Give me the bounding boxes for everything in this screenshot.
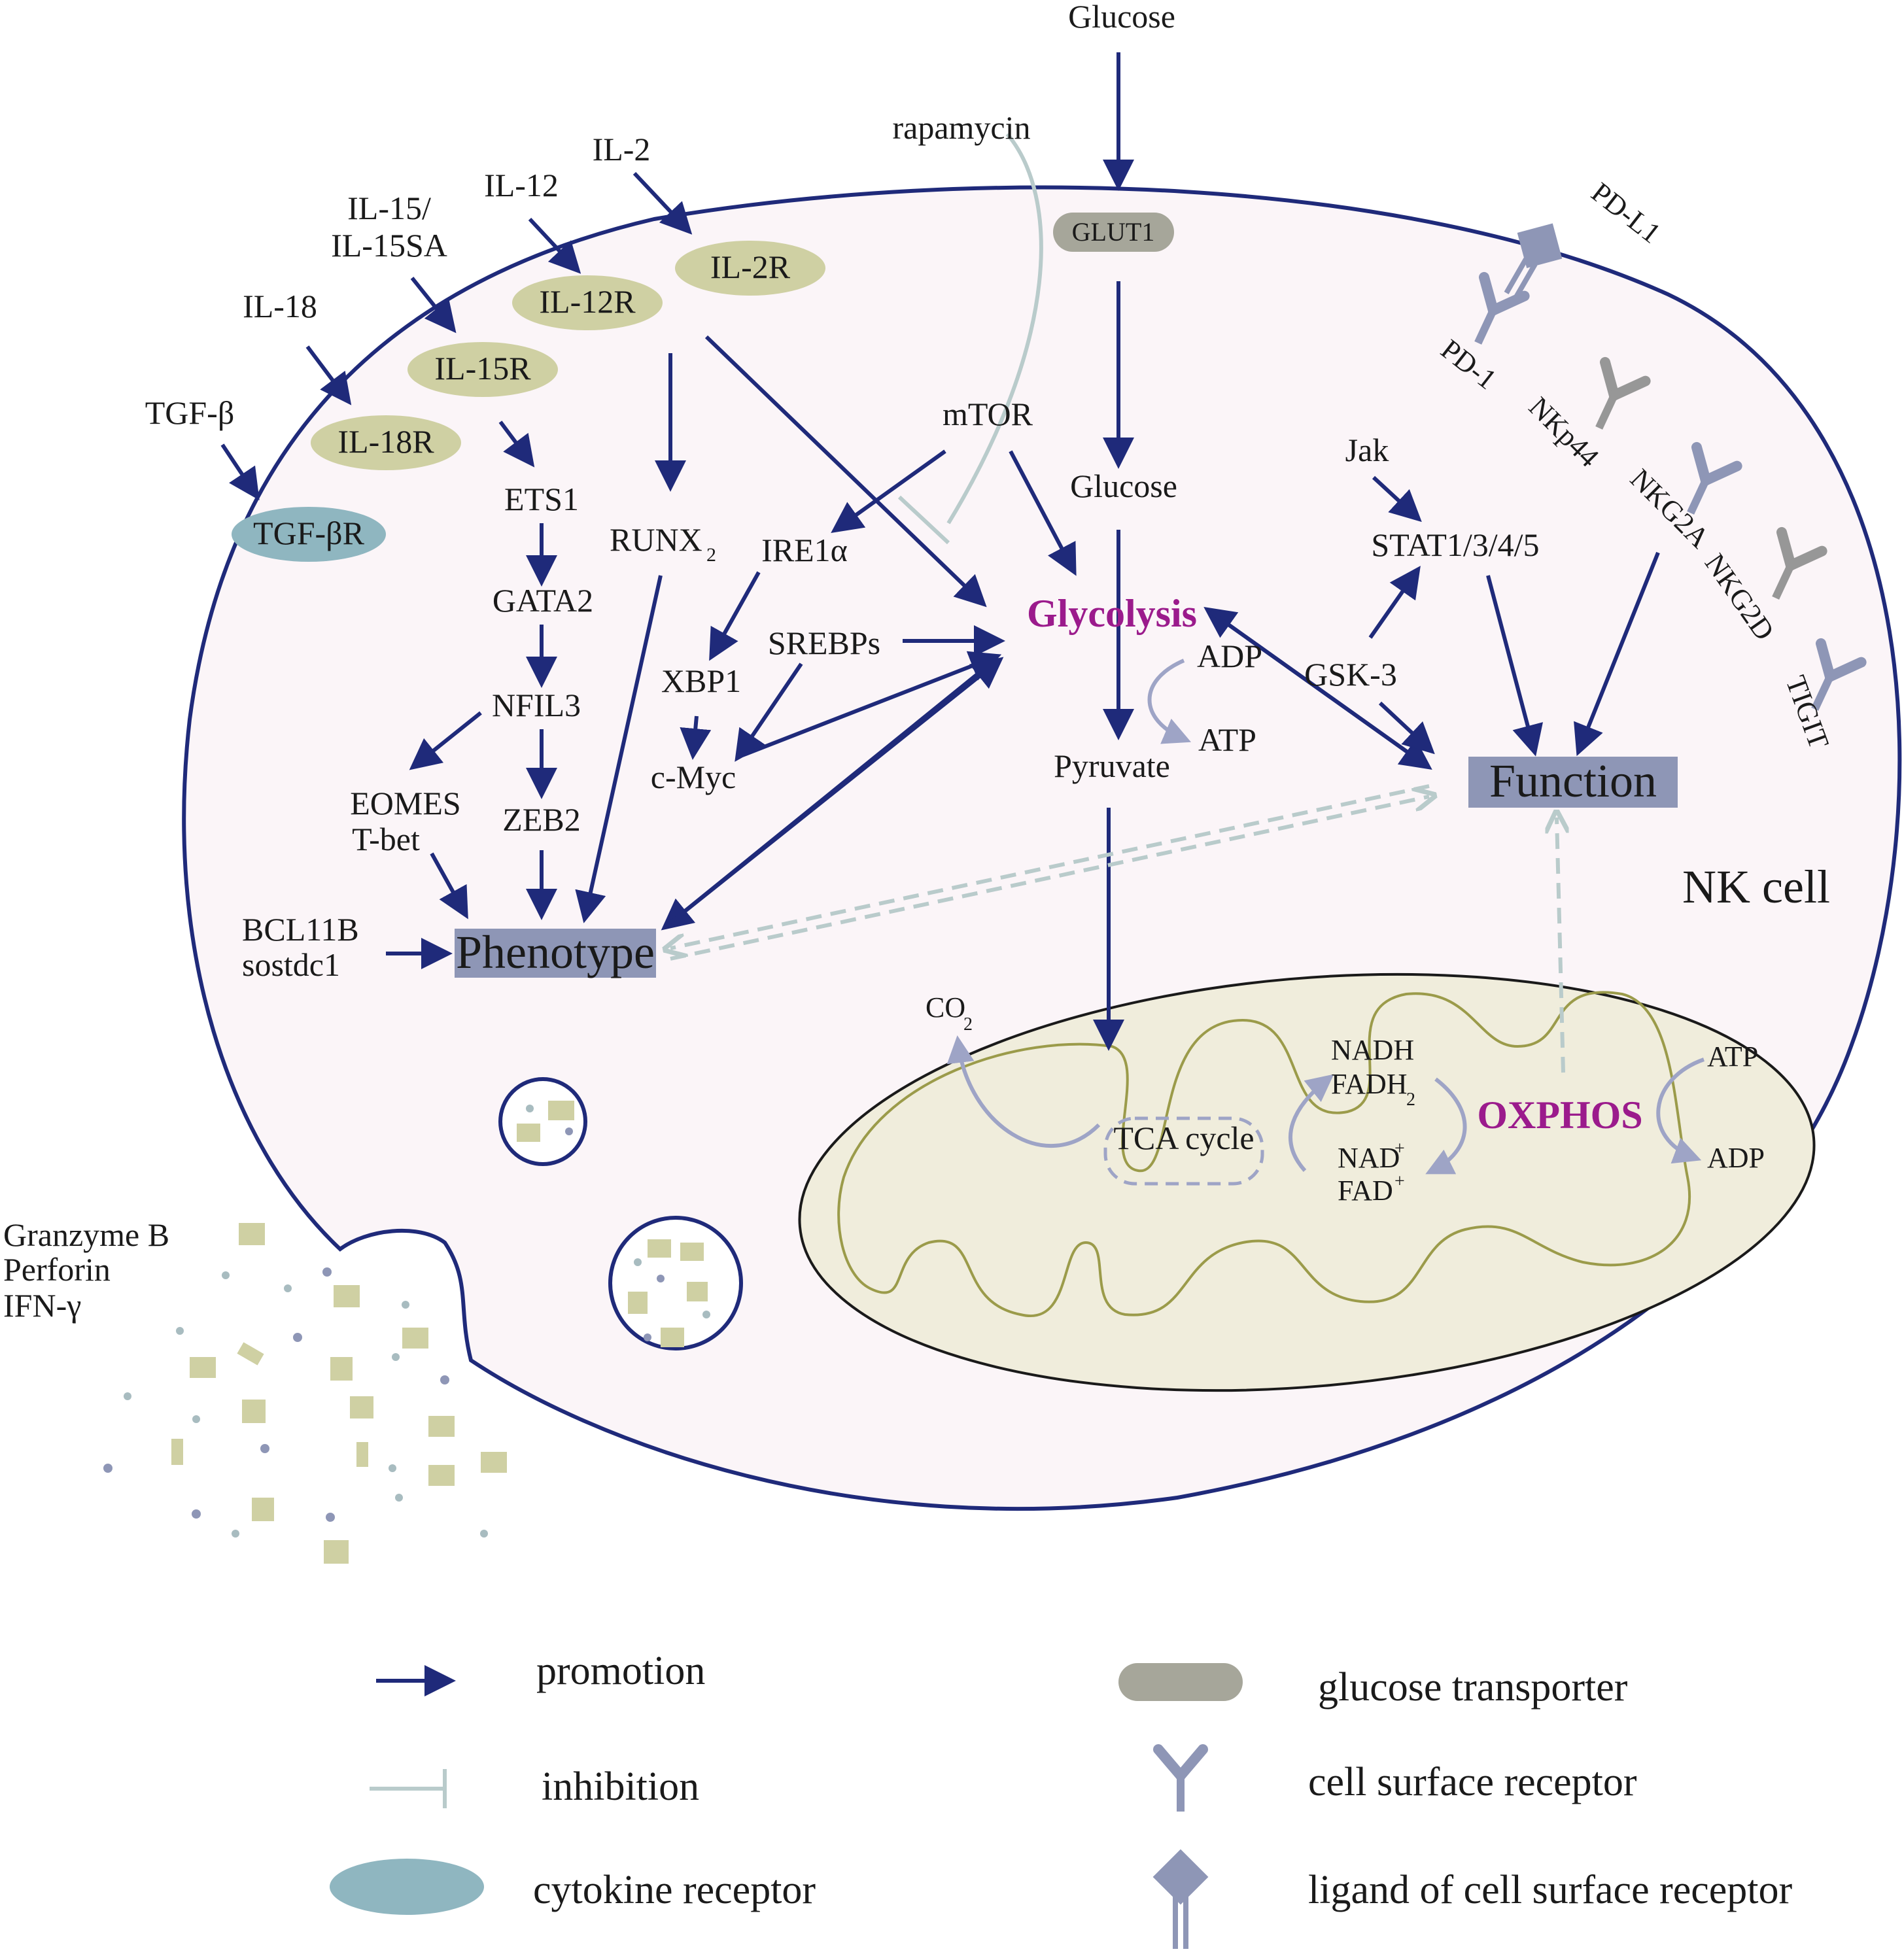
il12r-label: IL-12R [539, 283, 636, 320]
pdl1-ligand-icon [1504, 223, 1563, 300]
adp-label-1: ADP [1197, 638, 1262, 674]
function-box [1468, 757, 1678, 808]
legend: promotion inhibition cytokine receptor g… [330, 1649, 1793, 1949]
il18r-label: IL-18R [338, 423, 434, 460]
secreted-line1: Granzyme B [3, 1216, 169, 1253]
fad-sup: + [1394, 1171, 1405, 1192]
co2-sub: 2 [963, 1014, 973, 1035]
legend-ligand-icon [1152, 1849, 1209, 1949]
rapamycin-label: rapamycin [892, 109, 1030, 146]
bcl11b-label: BCL11B [242, 911, 359, 948]
tgfb-label: TGF-β [145, 394, 235, 431]
il15-label-line2: IL-15SA [331, 227, 447, 264]
glucose-inner-label: Glucose [1070, 468, 1177, 504]
tca-cycle-label: TCA cycle [1113, 1120, 1254, 1156]
mitochondrion [798, 972, 1816, 1392]
mtor-label: mTOR [943, 396, 1033, 432]
il2r-label: IL-2R [710, 249, 791, 285]
nk-cell-label: NK cell [1682, 861, 1830, 913]
glut1-label: GLUT1 [1072, 217, 1155, 247]
fadh-label: FADH [1331, 1068, 1408, 1100]
il15r-receptor [407, 342, 558, 397]
granule-small [498, 1077, 587, 1166]
legend-glucose-transporter-shape [1118, 1663, 1243, 1701]
fadh-sub: 2 [1406, 1090, 1415, 1110]
co2-label: CO [926, 991, 965, 1023]
tgfbr-label: TGF-βR [253, 515, 365, 551]
legend-cytokine-receptor-shape [330, 1859, 484, 1915]
ets1-label: ETS1 [504, 481, 579, 517]
il15-label-line1: IL-15/ [347, 190, 431, 226]
legend-cell-surface-receptor-icon [1158, 1749, 1203, 1812]
il2r-receptor [675, 241, 825, 296]
nfil3-label: NFIL3 [492, 687, 581, 723]
rapamycin-inhibition-line [946, 133, 1043, 524]
legend-cytokine-receptor: cytokine receptor [533, 1868, 816, 1912]
glut1-transporter [1053, 213, 1174, 252]
nad-label: NAD [1338, 1142, 1400, 1174]
oxphos-label: OXPHOS [1477, 1093, 1642, 1137]
phenotype-label: Phenotype [456, 926, 655, 978]
cycle-arrows [946, 659, 1705, 1175]
runx-label: RUNX [610, 521, 702, 558]
legend-promotion: promotion [536, 1649, 705, 1693]
sostdc1-label: sostdc1 [242, 946, 340, 983]
secreted-particles [103, 1223, 507, 1564]
xbp1-label: XBP1 [661, 662, 741, 699]
legend-cell-surface-receptor: cell surface receptor [1308, 1760, 1637, 1804]
function-label: Function [1489, 755, 1657, 807]
secreted-line2: Perforin [3, 1251, 111, 1288]
cmyc-label: c-Myc [651, 759, 736, 795]
secreted-line3: IFN-γ [3, 1287, 81, 1324]
ire1a-label: IRE1α [761, 532, 848, 568]
tgfbr-receptor [232, 507, 386, 562]
atp-label-2: ATP [1707, 1040, 1758, 1073]
legend-glucose-transporter: glucose transporter [1318, 1665, 1628, 1710]
srebps-label: SREBPs [768, 625, 880, 661]
stat-label: STAT1/3/4/5 [1371, 526, 1539, 563]
runx-sub: 2 [706, 544, 716, 566]
nadh-label: NADH [1331, 1034, 1414, 1066]
zeb2-label: ZEB2 [502, 801, 580, 838]
atp-label-1: ATP [1198, 721, 1256, 758]
tbet-label: T-bet [352, 821, 420, 857]
adp-label-2: ADP [1707, 1142, 1765, 1174]
legend-inhibition: inhibition [542, 1764, 699, 1809]
il15r-label: IL-15R [434, 350, 531, 387]
il12-label: IL-12 [484, 167, 559, 203]
dashed-links [670, 784, 1563, 1073]
il12r-receptor [512, 275, 663, 330]
eomes-label: EOMES [350, 785, 460, 821]
glucose-top-label: Glucose [1068, 0, 1175, 35]
il18-label: IL-18 [243, 288, 317, 324]
promotion-arrows [220, 52, 1660, 1051]
gata2-label: GATA2 [493, 582, 593, 619]
jak-label: Jak [1345, 432, 1389, 468]
il18r-receptor [311, 415, 461, 470]
inhibition-bar [897, 495, 950, 545]
il2-label: IL-2 [593, 131, 651, 167]
nad-sup: + [1394, 1139, 1405, 1159]
gsk3-label: GSK-3 [1304, 656, 1397, 693]
pdl1-label: PD-L1 [1585, 176, 1667, 249]
fad-label: FAD [1338, 1175, 1393, 1207]
phenotype-box [455, 929, 656, 978]
glycolysis-label: Glycolysis [1027, 592, 1197, 635]
legend-ligand: ligand of cell surface receptor [1308, 1868, 1793, 1912]
granule-large [608, 1216, 743, 1350]
pyruvate-label: Pyruvate [1054, 748, 1170, 784]
